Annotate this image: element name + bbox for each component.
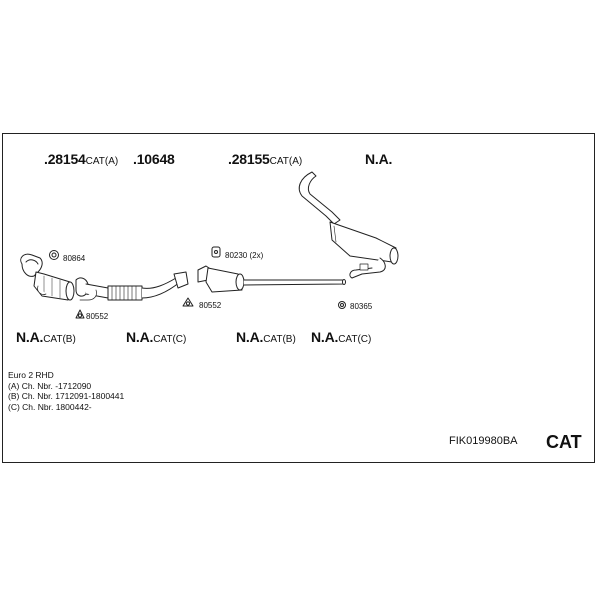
clamp-icon [338, 301, 346, 309]
diagram-frame [2, 133, 595, 463]
gasket-triangle-icon [75, 309, 85, 319]
small-part-80230: 80230 (2x) [225, 251, 264, 260]
front-cat-icon [20, 253, 75, 301]
gasket-triangle-icon [182, 297, 194, 307]
catalytic-converter-icon [197, 265, 346, 293]
small-part-80552-a: 80552 [86, 312, 109, 321]
note-line: (B) Ch. Nbr. 1712091-1800441 [8, 391, 125, 401]
rubber-mount-icon [211, 246, 221, 258]
part-label-28154: .28154CAT(A) [44, 151, 119, 167]
note-line: (C) Ch. Nbr. 1800442- [8, 401, 92, 412]
note-line: Euro 2 RHD [8, 370, 54, 380]
rear-silencer-icon [298, 171, 399, 279]
small-part-80552-b: 80552 [199, 301, 222, 310]
part-label-na-cat-c-1: N.A.CAT(C) [126, 329, 187, 345]
part-label-na-cat-b-2: N.A.CAT(B) [236, 329, 296, 345]
cat-tag: CAT [546, 432, 582, 452]
part-label-na-cat-c-2: N.A.CAT(C) [311, 329, 372, 345]
notes-block: Euro 2 RHD (A) Ch. Nbr. -1712090 (B) Ch.… [8, 370, 124, 412]
note-line: (A) Ch. Nbr. -1712090 [8, 380, 92, 391]
part-label-28155: .28155CAT(A) [228, 151, 303, 167]
small-part-80365: 80365 [350, 302, 373, 311]
gasket-ring-icon [49, 250, 59, 260]
flex-pipe-icon [75, 271, 189, 301]
kit-code: FIK019980BA [449, 435, 518, 447]
part-label-10648: .10648 [133, 151, 175, 167]
part-label-na-top: N.A. [365, 151, 393, 167]
part-label-na-cat-b-1: N.A.CAT(B) [16, 329, 76, 345]
small-part-80864: 80864 [63, 254, 86, 263]
